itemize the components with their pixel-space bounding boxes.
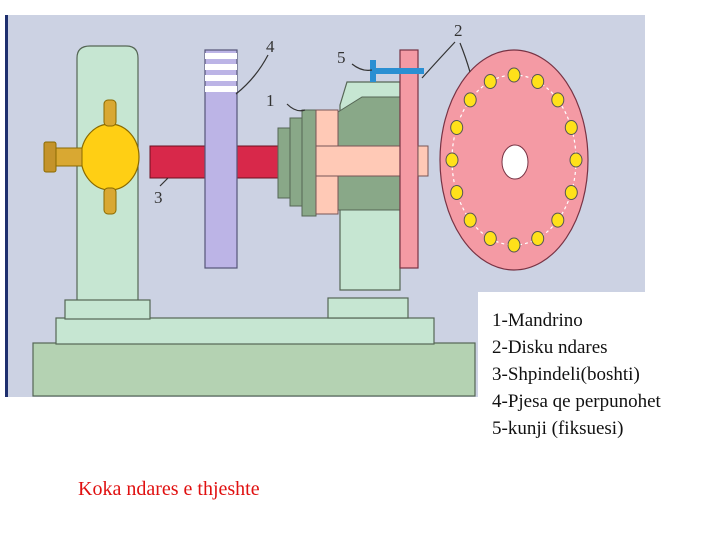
handle-knob	[103, 187, 117, 215]
dial-hole	[531, 74, 545, 89]
callout-leader	[235, 54, 269, 95]
callout-leader	[351, 63, 373, 71]
dial-hole	[551, 212, 565, 228]
callout-1: 1	[266, 91, 306, 112]
callout-label-1: 1	[266, 91, 275, 110]
chuck-jaw-step	[289, 117, 303, 207]
locking-pin	[372, 68, 424, 74]
workpiece-groove	[205, 53, 237, 59]
dial-hole	[531, 231, 545, 246]
base-plate	[55, 317, 435, 345]
workpiece-groove	[205, 86, 237, 92]
dial-hole	[507, 67, 521, 83]
legend-item-mandrino: 1-Mandrino	[492, 310, 583, 331]
callout-5: 5	[337, 48, 373, 71]
locking-pin-head	[370, 60, 376, 82]
dial-center-hole	[501, 144, 529, 180]
workpiece-groove	[205, 64, 237, 70]
left-border	[5, 15, 8, 397]
left-column-foot	[64, 299, 151, 320]
callout-leader	[286, 103, 306, 112]
callout-leader	[459, 42, 471, 73]
dial-hole	[463, 92, 477, 108]
legend-item-pjesa: 4-Pjesa qe perpunohet	[492, 391, 661, 412]
dial-hole	[445, 152, 459, 168]
dial-hole	[564, 120, 578, 135]
headstock-foot	[327, 297, 409, 319]
handle-knob	[103, 99, 117, 127]
dial-holes	[445, 67, 583, 253]
callout-label-3: 3	[154, 188, 163, 207]
dial-hole	[463, 212, 477, 228]
chuck-jaw-step	[277, 127, 291, 199]
workpiece	[204, 49, 238, 269]
legend-item-shpindeli: 3-Shpindeli(boshti)	[492, 364, 640, 385]
hub-collar	[417, 145, 429, 177]
callout-label-2: 2	[454, 21, 463, 40]
legend-item-kunji: 5-kunji (fiksuesi)	[492, 418, 624, 439]
callout-label-5: 5	[337, 48, 346, 67]
callout-label-4: 4	[266, 37, 275, 56]
legend-item-disku-ndares: 2-Disku ndares	[492, 337, 608, 358]
dividing-plate-edge	[399, 49, 419, 269]
legend-box: 1-Mandrino 2-Disku ndares 3-Shpindeli(bo…	[478, 292, 720, 460]
dial-hole	[551, 92, 565, 108]
dial-hole	[483, 231, 497, 246]
callout-leader	[159, 177, 169, 187]
callout-4: 4	[235, 37, 275, 95]
dial-hole	[564, 185, 578, 200]
dial-hole	[450, 185, 464, 200]
dial-hole	[507, 237, 521, 253]
dial-hole	[569, 152, 583, 168]
crank-handle	[80, 123, 140, 191]
callout-leader	[421, 41, 456, 79]
callout-2: 2	[421, 21, 471, 79]
callout-3: 3	[154, 177, 169, 207]
workpiece-groove	[205, 75, 237, 81]
dial-hole	[483, 74, 497, 89]
diagram-caption: Koka ndares e thjeshte	[78, 478, 260, 500]
screw-bolt-head	[43, 141, 57, 173]
dial-hole	[450, 120, 464, 135]
machine-base	[32, 342, 476, 397]
chuck-body	[301, 109, 317, 217]
